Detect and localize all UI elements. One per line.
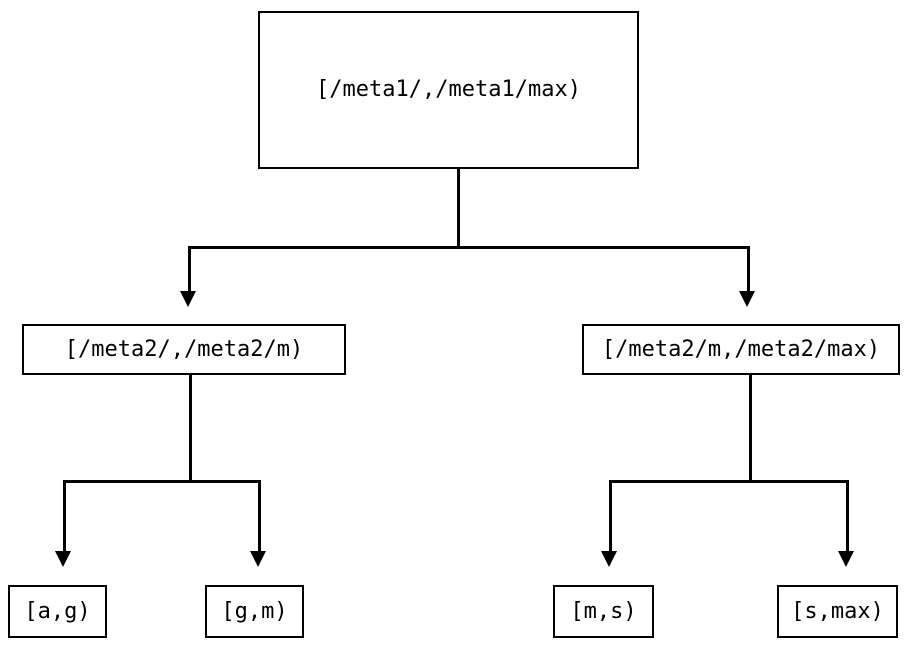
edge-meta2-high-to-leaf-ms-drop xyxy=(609,480,612,553)
edge-root-crossbar xyxy=(188,246,749,249)
edge-root-to-meta2-low-drop xyxy=(188,246,191,293)
edge-meta2-low-to-leaf-gm-drop xyxy=(258,480,261,553)
edge-root-stem xyxy=(457,168,460,248)
tree-node-leaf-ms[interactable]: [m,s) xyxy=(553,585,654,638)
arrow-head-icon-meta2-high-to-leaf-smax xyxy=(838,551,854,567)
tree-node-leaf-ms-label: [m,s) xyxy=(570,598,637,624)
tree-node-leaf-ag[interactable]: [a,g) xyxy=(8,585,107,638)
tree-node-leaf-gm[interactable]: [g,m) xyxy=(205,585,304,638)
tree-node-meta2-low-label: [/meta2/,/meta2/m) xyxy=(64,336,304,362)
arrow-head-icon-meta2-low-to-leaf-ag xyxy=(55,551,71,567)
tree-node-leaf-smax-label: [s,max) xyxy=(791,598,884,624)
edge-meta2-low-crossbar xyxy=(63,480,261,483)
arrow-head-icon-meta2-low-to-leaf-gm xyxy=(250,551,266,567)
tree-node-meta2-low[interactable]: [/meta2/,/meta2/m) xyxy=(22,324,346,375)
tree-node-leaf-gm-label: [g,m) xyxy=(221,598,288,624)
edge-meta2-low-stem xyxy=(189,374,192,482)
tree-node-leaf-smax[interactable]: [s,max) xyxy=(777,585,898,638)
edge-meta2-low-to-leaf-ag-drop xyxy=(63,480,66,553)
tree-node-root[interactable]: [/meta1/,/meta1/max) xyxy=(258,11,639,169)
arrow-head-icon-meta2-high-to-leaf-ms xyxy=(601,551,617,567)
arrow-head-icon-root-to-meta2-low xyxy=(180,291,196,307)
edge-meta2-high-stem xyxy=(749,374,752,482)
edge-meta2-high-to-leaf-smax-drop xyxy=(846,480,849,553)
arrow-head-icon-root-to-meta2-high xyxy=(739,291,755,307)
tree-node-root-label: [/meta1/,/meta1/max) xyxy=(316,77,581,102)
tree-node-meta2-high[interactable]: [/meta2/m,/meta2/max) xyxy=(582,324,900,375)
tree-node-leaf-ag-label: [a,g) xyxy=(24,598,91,624)
tree-node-meta2-high-label: [/meta2/m,/meta2/max) xyxy=(601,336,881,362)
edge-root-to-meta2-high-drop xyxy=(747,246,750,293)
edge-meta2-high-crossbar xyxy=(609,480,848,483)
